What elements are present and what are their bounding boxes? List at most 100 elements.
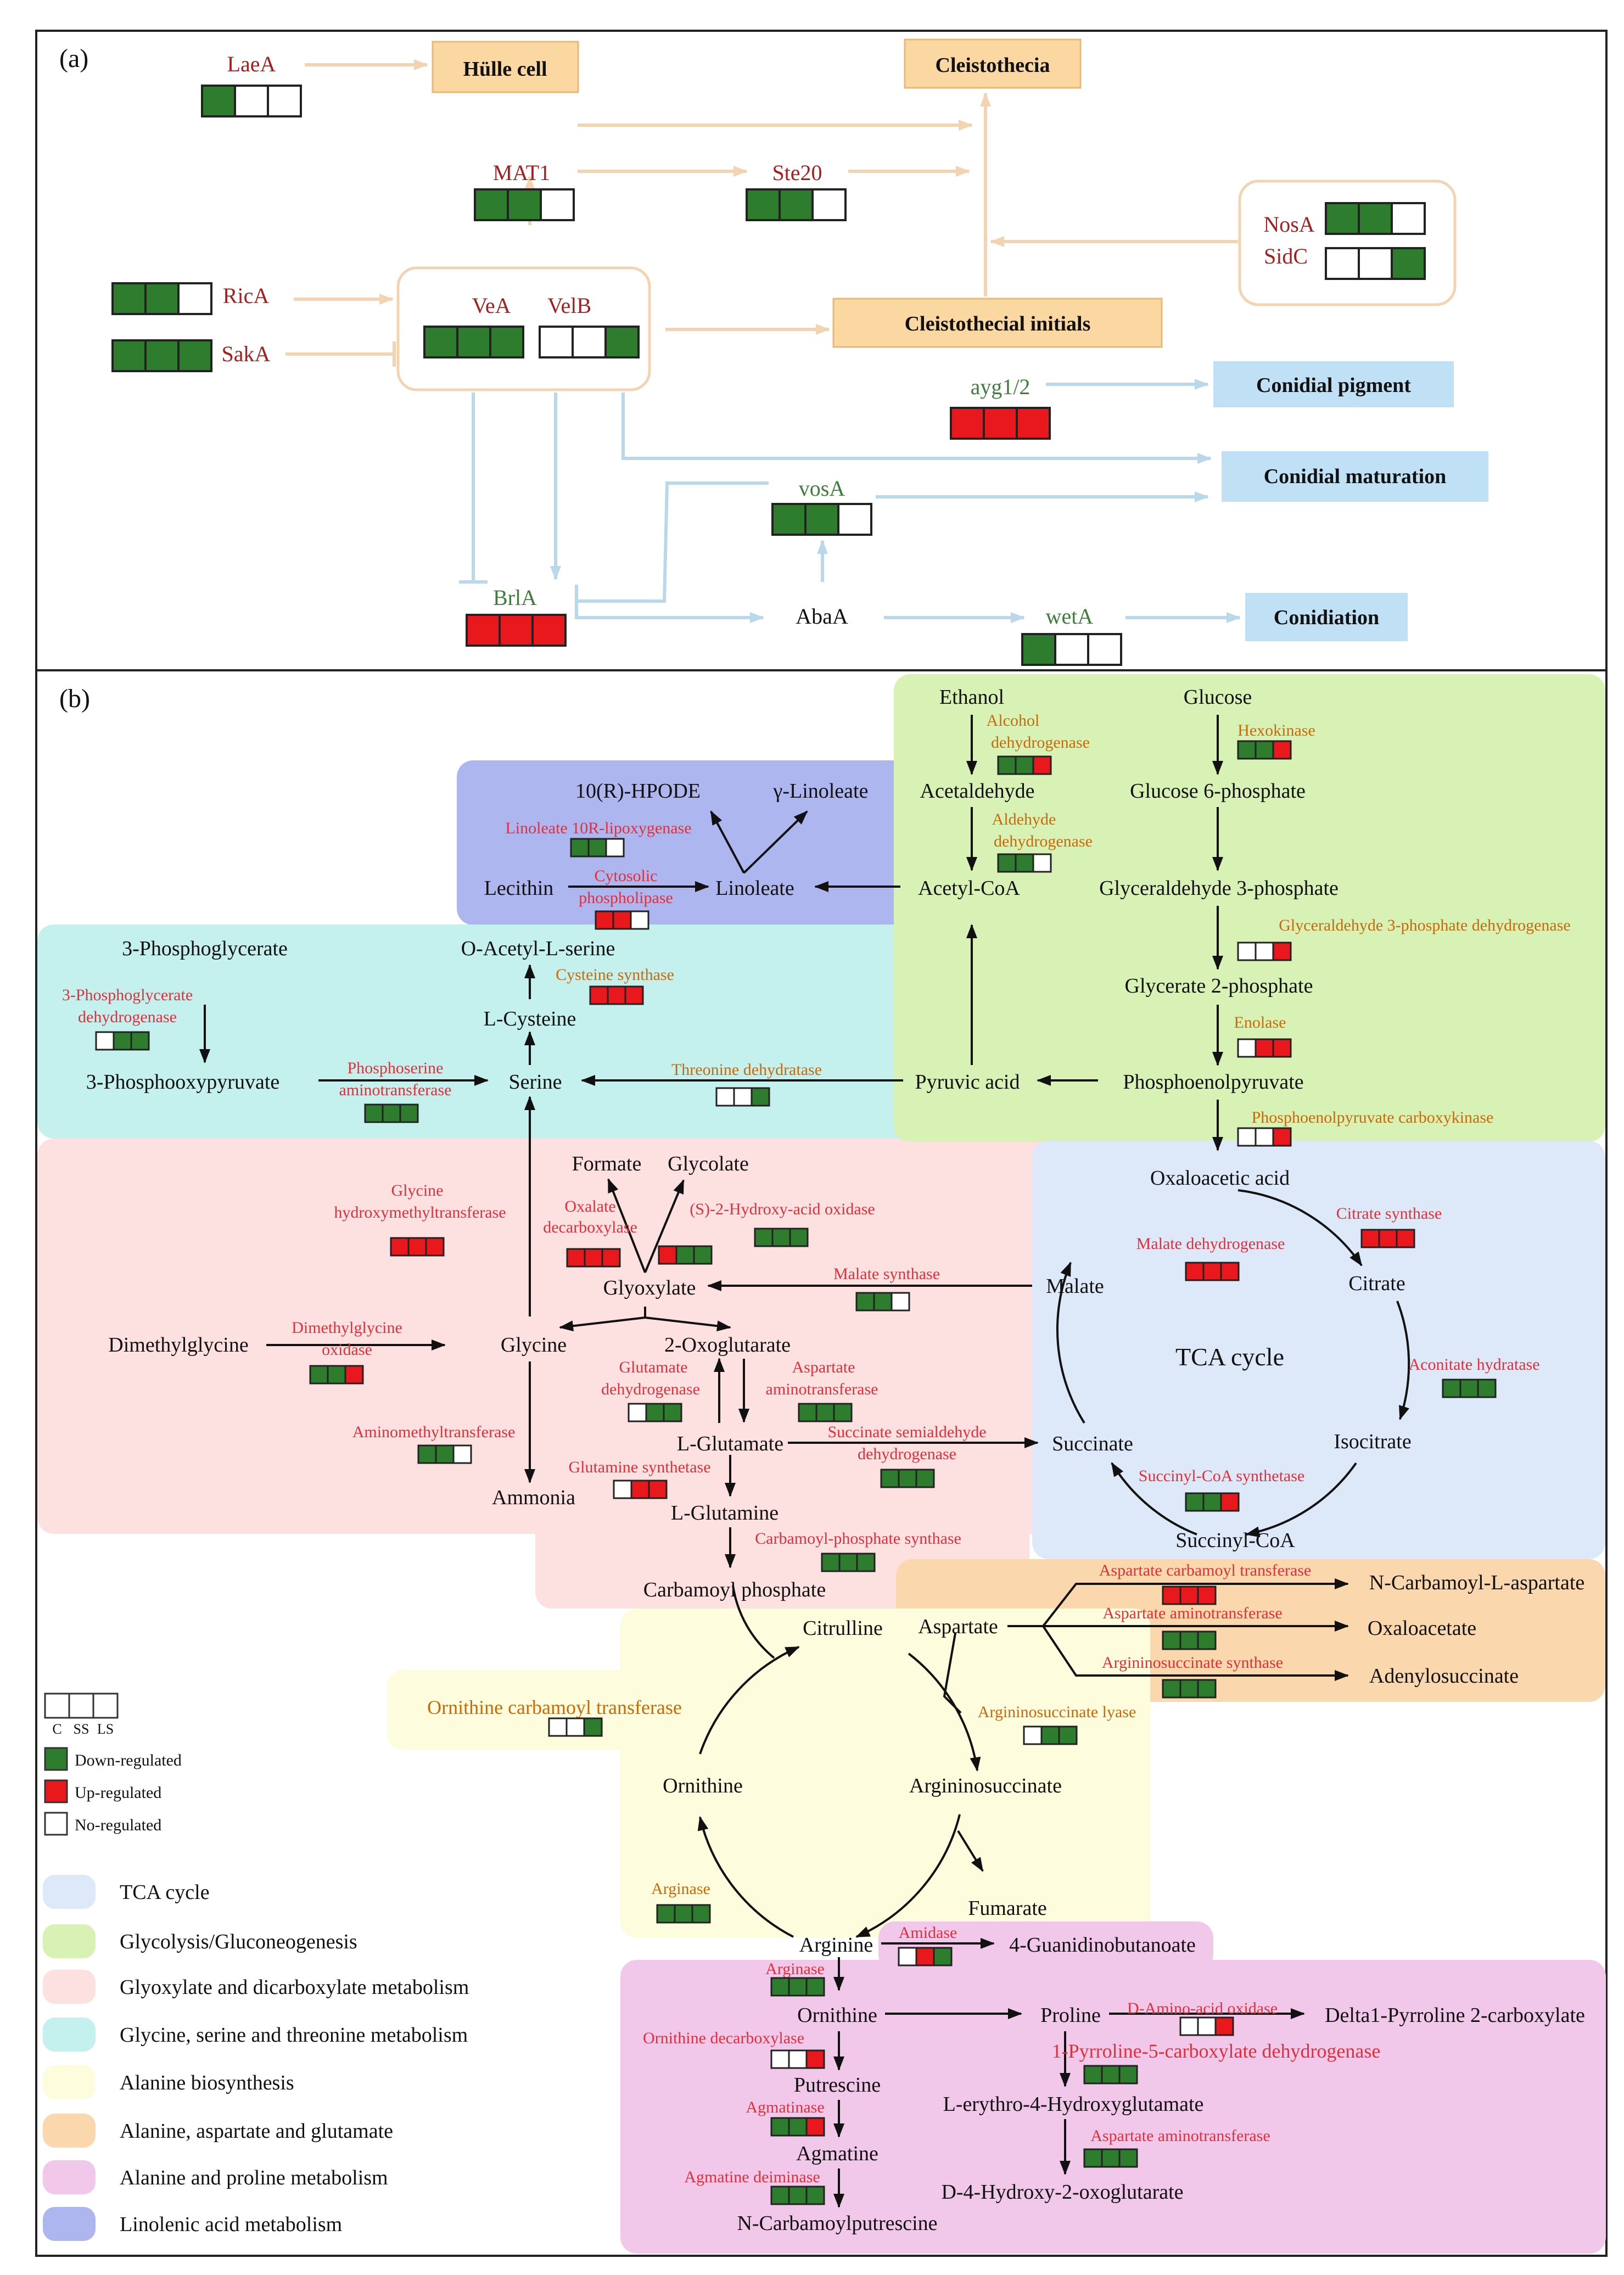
region-glycine-serine	[37, 924, 951, 1139]
enz-mdh: Malate dehydrogenase	[1136, 1235, 1285, 1253]
expr-cell-ls	[1032, 755, 1052, 775]
met-agmatine: Agmatine	[796, 2142, 878, 2165]
enz-ass: Argininosuccinate synthase	[1102, 1654, 1283, 1672]
svg-text:Cleistothecial initials: Cleistothecial initials	[905, 312, 1091, 335]
expr-psat	[364, 1103, 419, 1123]
expr-cell-ss	[507, 188, 542, 221]
expr-cell-ss	[788, 2117, 808, 2137]
expr-cell-ss	[1255, 1127, 1274, 1147]
expr-aco	[1442, 1379, 1497, 1398]
expr-cell-ss	[327, 1365, 346, 1385]
expr-cell-ss	[1358, 247, 1393, 280]
expr-cell-c	[1185, 1262, 1205, 1281]
expr-amt	[417, 1444, 472, 1464]
svg-text:TCA cycle: TCA cycle	[120, 1881, 210, 1904]
expr-arg2	[770, 1977, 825, 1997]
met-ammonia: Ammonia	[492, 1486, 575, 1509]
expr-cell-ss	[788, 2049, 808, 2069]
expr-cell-c	[770, 1977, 790, 1997]
met-formate: Formate	[572, 1152, 642, 1175]
expr-cysyn	[589, 985, 644, 1005]
expr-cell-c	[95, 1031, 115, 1051]
svg-text:Glycolysis/Gluconeogenesis: Glycolysis/Gluconeogenesis	[120, 1930, 357, 1953]
enz-haox: (S)-2-Hydroxy-acid oxidase	[690, 1200, 875, 1218]
met-dmg: Dimethylglycine	[108, 1333, 248, 1357]
gene-nosa: NosA	[1263, 212, 1314, 237]
expr-agdi	[770, 2186, 825, 2205]
expr-gapdh	[1237, 942, 1292, 961]
expr-cell-ls	[1272, 740, 1292, 760]
expr-cell-ss	[144, 282, 180, 315]
enz-asl: Argininosuccinate lyase	[978, 1703, 1136, 1721]
expr-cell-ss	[779, 188, 814, 221]
expr-cell-ls	[691, 1904, 711, 1924]
expr-asl	[1023, 1725, 1078, 1745]
expr-cell-ls	[1058, 1725, 1078, 1745]
svg-text:Conidial pigment: Conidial pigment	[1256, 374, 1411, 397]
expr-cell-ss	[645, 1403, 665, 1422]
met-acetaldehyde: Acetaldehyde	[920, 780, 1035, 803]
expr-brla	[466, 614, 567, 647]
met-p2c: Delta1-Pyrroline 2-carboxylate	[1325, 2004, 1585, 2027]
expr-cell-ls	[856, 1553, 876, 1572]
expr-cell-ls	[1197, 1585, 1217, 1605]
svg-text:Glycine, serine and threonine: Glycine, serine and threonine metabolism	[120, 2024, 468, 2047]
expr-cell-ls	[489, 326, 524, 358]
expr-cell-c	[1360, 1229, 1380, 1248]
expr-cell-ls	[833, 1403, 853, 1422]
expr-oxdc2	[658, 1245, 713, 1265]
expr-thrdh	[715, 1087, 770, 1107]
phenotype-hulle-cell: Hülle cell	[432, 41, 579, 93]
enz-aldh-2: dehydrogenase	[994, 832, 1093, 850]
expr-ssadh	[880, 1469, 935, 1488]
met-oaa: Oxaloacetic acid	[1150, 1167, 1290, 1190]
expr-cell-ls	[177, 339, 212, 372]
met-g6p: Glucose 6-phosphate	[1130, 780, 1306, 803]
expr-adh	[997, 755, 1052, 775]
met-tca: TCA cycle	[1175, 1343, 1284, 1371]
expr-cell-c	[997, 853, 1017, 873]
expr-lox	[570, 838, 625, 858]
expr-cell-c	[770, 2117, 790, 2137]
expr-cell-c	[1237, 942, 1257, 961]
expr-cell-c	[821, 1553, 841, 1572]
expr-ayg	[950, 407, 1051, 440]
expr-aat3	[1083, 2148, 1138, 2168]
expr-cell-ls	[805, 2117, 825, 2137]
svg-text:Alanine, aspartate and glutama: Alanine, aspartate and glutamate	[120, 2120, 393, 2143]
expr-cell-c	[798, 1403, 817, 1422]
gene-saka: SakA	[222, 341, 271, 366]
expr-cell-ls	[811, 188, 847, 221]
met-serine: Serine	[508, 1071, 562, 1094]
enz-oxdc-2: decarboxylase	[543, 1218, 637, 1236]
expr-cell-c	[656, 1904, 676, 1924]
enz-oxdc-1: Oxalate	[564, 1197, 615, 1215]
met-oas: O-Acetyl-L-serine	[461, 937, 615, 960]
enz-scs: Succinyl-CoA synthetase	[1139, 1467, 1304, 1485]
met-citrate: Citrate	[1348, 1272, 1405, 1295]
expr-cell-ls	[1391, 247, 1426, 280]
expr-cell-ss	[1197, 2016, 1217, 2036]
enz-gdh-1: Glutamate	[619, 1358, 688, 1376]
met-carbp: Carbamoyl phosphate	[643, 1578, 826, 1601]
legend-pathway-glycolysis: Glycolysis/Gluconeogenesis	[43, 1924, 357, 1958]
enz-cs: Citrate synthase	[1336, 1204, 1442, 1223]
met-arginine: Arginine	[799, 1934, 873, 1957]
met-g3p: Glyceraldehyde 3-phosphate	[1099, 877, 1339, 900]
expr-cell-ls	[605, 838, 625, 858]
expr-arg1	[656, 1904, 711, 1924]
met-putrescine: Putrescine	[794, 2074, 881, 2097]
met-isocitrate: Isocitrate	[1334, 1430, 1411, 1453]
expr-saka	[111, 339, 212, 372]
expr-cell-ss	[1459, 1379, 1479, 1398]
expr-cell-c	[628, 1403, 647, 1422]
met-succinate: Succinate	[1052, 1432, 1133, 1455]
expr-aat1	[798, 1403, 853, 1422]
expr-p5cdh	[1083, 2065, 1138, 2085]
expr-cell-c	[390, 1237, 410, 1257]
expr-cell-ss	[788, 1977, 808, 1997]
expr-cell-ss	[1101, 2065, 1121, 2085]
expr-cell-c	[1237, 1038, 1257, 1058]
expr-cell-ls	[452, 1444, 472, 1464]
gene-laea: LaeA	[227, 52, 276, 76]
